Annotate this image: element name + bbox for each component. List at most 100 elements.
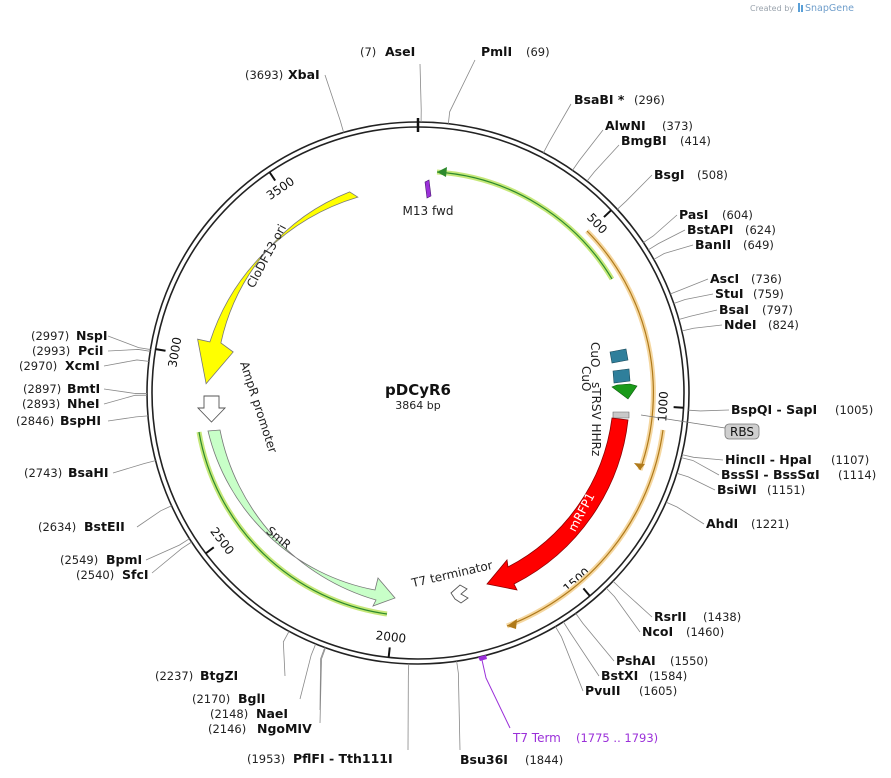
enzyme-pvuii[interactable]: PvuII(1605) — [585, 683, 677, 698]
enzyme-bmgbi[interactable]: BmgBI(414) — [621, 133, 711, 148]
svg-text:AhdI: AhdI — [706, 516, 738, 531]
enzyme-rsrii[interactable]: RsrII(1438) — [654, 609, 741, 624]
svg-text:(1114): (1114) — [838, 468, 876, 482]
enzyme-bsahi[interactable]: (2743)BsaHI — [24, 465, 109, 480]
enzyme-pmli[interactable]: PmlI(69) — [481, 44, 550, 59]
svg-text:(1151): (1151) — [767, 483, 805, 497]
tick-label-3000: 3000 — [165, 336, 184, 368]
enzyme-xcmi[interactable]: (2970)XcmI — [19, 358, 100, 373]
enzyme-bsiwi[interactable]: BsiWI(1151) — [717, 482, 805, 497]
enzyme-ncoi[interactable]: NcoI(1460) — [642, 624, 724, 639]
enzyme-naei[interactable]: (2148)NaeI — [210, 706, 288, 721]
enzyme-bgli[interactable]: (2170)BglI — [192, 691, 265, 706]
enzyme-pcii[interactable]: (2993)PciI — [32, 343, 104, 358]
feature-cuo-1[interactable]: CuO — [588, 342, 629, 367]
enzyme-asci[interactable]: AscI(736) — [710, 271, 782, 286]
enzyme-leader-7 — [647, 229, 686, 251]
enzyme-pshai[interactable]: PshAI(1550) — [616, 653, 708, 668]
enzyme-bsu36i[interactable]: Bsu36I(1844) — [460, 752, 563, 767]
svg-text:SfcI: SfcI — [122, 567, 149, 582]
enzyme-bsabi[interactable]: BsaBI *(296) — [574, 92, 665, 107]
enzyme-leader-11 — [678, 309, 718, 320]
svg-text:BstAPI: BstAPI — [687, 222, 733, 237]
enzyme-nspi[interactable]: (2997)NspI — [31, 328, 108, 343]
svg-text:(604): (604) — [722, 208, 753, 222]
svg-text:AseI: AseI — [385, 44, 415, 59]
enzyme-leader-36 — [103, 359, 149, 367]
enzyme-bsssi[interactable]: BssSI - BssSαI(1114) — [721, 467, 876, 482]
svg-text:BsgI: BsgI — [654, 167, 685, 182]
enzyme-xbai[interactable]: (3693) XbaI — [245, 67, 320, 82]
enzyme-bspqi-sapi[interactable]: BspQI - SapI(1005) — [731, 402, 873, 417]
svg-text:(1605): (1605) — [639, 684, 677, 698]
enzyme-leader-16 — [676, 472, 716, 491]
enzyme-leader-29 — [151, 541, 192, 574]
enzyme-leader-19 — [605, 587, 641, 633]
svg-text:(2997): (2997) — [31, 329, 69, 343]
feature-t7-term-primer[interactable]: T7 Term (1775 .. 1793) — [478, 655, 658, 745]
enzyme-ndei[interactable]: NdeI(824) — [724, 317, 799, 332]
svg-text:(1584): (1584) — [649, 669, 687, 683]
enzyme-bmti[interactable]: (2897)BmtI — [23, 381, 100, 396]
enzyme-pflfi-tth111i[interactable]: (1953)PflFI - Tth111I — [247, 751, 393, 766]
enzyme-leader-12 — [681, 324, 723, 332]
t7-term-primer-range: (1775 .. 1793) — [576, 731, 658, 745]
svg-text:NgoMIV: NgoMIV — [257, 721, 312, 736]
enzyme-btgzi[interactable]: (2237)BtgZI — [155, 668, 238, 683]
enzyme-ahdi[interactable]: AhdI(1221) — [706, 516, 789, 531]
feature-t7-terminator[interactable]: T7 terminator — [409, 558, 494, 604]
enzyme-leader-0 — [419, 63, 422, 123]
feature-top-arc — [436, 167, 615, 281]
svg-text:(3693): (3693) — [245, 68, 283, 82]
enzyme-bpmi[interactable]: (2549)BpmI — [60, 552, 142, 567]
svg-text:BmgBI: BmgBI — [621, 133, 667, 148]
feature-label-t7-terminator: T7 terminator — [409, 558, 494, 590]
enzyme-asei[interactable]: (7)AseI — [360, 44, 415, 59]
enzyme-leader-18 — [612, 580, 653, 618]
svg-text:BstEII: BstEII — [84, 519, 125, 534]
enzyme-bsteii[interactable]: (2634)BstEII — [38, 519, 125, 534]
enzyme-leader-23 — [456, 661, 461, 751]
enzyme-sfci[interactable]: (2540)SfcI — [76, 567, 149, 582]
enzyme-bsai[interactable]: BsaI(797) — [719, 302, 793, 317]
feature-clodf13-ori[interactable]: CloDF13 ori — [197, 191, 359, 385]
feature-strsv-hhrz[interactable]: sTRSV HHRz — [589, 382, 638, 456]
feature-m13-fwd[interactable]: M13 fwd — [403, 179, 454, 218]
svg-text:PciI: PciI — [78, 343, 104, 358]
enzyme-bstapi[interactable]: BstAPI(624) — [687, 222, 776, 237]
enzyme-nhei[interactable]: (2893)NheI — [22, 396, 100, 411]
enzyme-leader-27 — [299, 643, 317, 700]
enzyme-leader-33 — [107, 415, 149, 422]
enzyme-leader-39 — [324, 74, 344, 133]
svg-text:BspHI: BspHI — [60, 413, 101, 428]
enzyme-bsgi[interactable]: BsgI(508) — [654, 167, 728, 182]
enzyme-bsphi[interactable]: (2846)BspHI — [16, 413, 101, 428]
enzyme-leader-lines — [103, 59, 730, 751]
feature-mrfp1[interactable]: mRFP1 — [486, 417, 629, 591]
svg-text:(1953): (1953) — [247, 752, 285, 766]
enzyme-banii[interactable]: BanII(649) — [695, 237, 774, 252]
enzyme-stui[interactable]: StuI(759) — [715, 286, 784, 301]
enzyme-alwni[interactable]: AlwNI(373) — [605, 118, 693, 133]
enzyme-pasi[interactable]: PasI(604) — [679, 207, 753, 222]
svg-text:XbaI: XbaI — [288, 67, 320, 82]
feature-rbs-callout[interactable]: RBS — [640, 414, 760, 440]
enzyme-labels: (7)AseI PmlI(69) (3693) XbaI BsaBI *(296)… — [16, 44, 876, 767]
svg-text:BsaI: BsaI — [719, 302, 749, 317]
enzyme-leader-3 — [572, 129, 604, 171]
credit: Created by SnapGene — [750, 3, 854, 14]
enzyme-bstxi[interactable]: BstXI(1584) — [601, 668, 687, 683]
enzyme-leader-13 — [688, 409, 730, 412]
enzyme-ngomiv[interactable]: (2146)NgoMIV — [208, 721, 312, 736]
enzyme-leader-5 — [616, 174, 653, 210]
enzyme-leader-15 — [681, 457, 720, 476]
enzyme-hincii-hpai[interactable]: HincII - HpaI(1107) — [725, 452, 869, 467]
t7-term-primer-name: T7 Term — [512, 731, 561, 745]
svg-text:BanII: BanII — [695, 237, 731, 252]
enzyme-leader-17 — [665, 501, 705, 525]
enzyme-leader-24 — [407, 663, 410, 751]
svg-text:BtgZI: BtgZI — [200, 668, 238, 683]
feature-cuo-2[interactable]: CuO — [579, 366, 631, 391]
svg-text:NaeI: NaeI — [256, 706, 288, 721]
enzyme-leader-6 — [643, 214, 678, 243]
